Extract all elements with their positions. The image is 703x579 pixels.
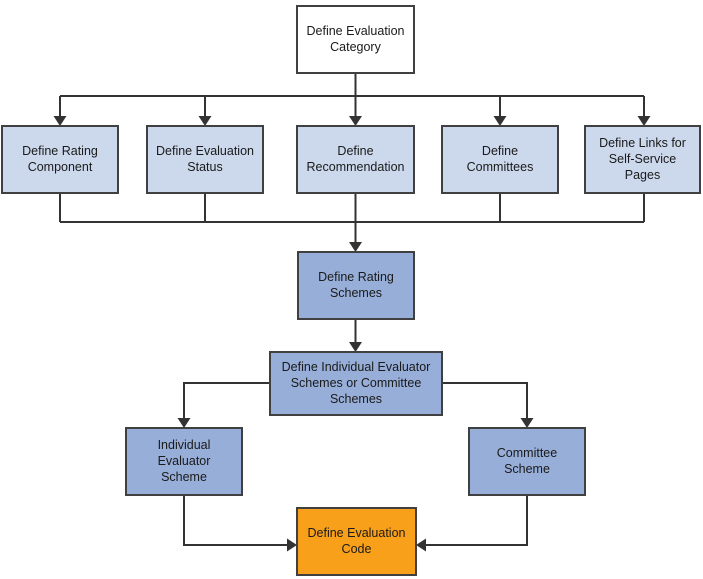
node-label-define-recommendation: Recommendation xyxy=(307,160,405,174)
connector-committee-to-code xyxy=(423,495,528,546)
node-label-define-committees: Committees xyxy=(467,160,534,174)
node-box-define-links-for-self-service-pages[interactable] xyxy=(584,125,701,194)
node-label-define-rating-component: Define Rating xyxy=(22,144,98,158)
node-box-define-recommendation[interactable] xyxy=(296,125,415,194)
node-box-define-committees[interactable] xyxy=(441,125,559,194)
node-label-individual-evaluator-scheme: Scheme xyxy=(161,470,207,484)
arrowhead-arrow-individual-committee xyxy=(349,342,362,352)
node-box-define-rating-component[interactable] xyxy=(1,125,119,194)
arrowheads-layer xyxy=(53,116,651,552)
node-label-define-rating-schemes: Schemes xyxy=(330,286,382,300)
arrowhead-arrow-rating-component xyxy=(53,116,67,126)
node-label-define-evaluation-status: Define Evaluation xyxy=(156,144,254,158)
arrowhead-arrow-code-left xyxy=(287,538,297,552)
node-label-define-committees: Define xyxy=(482,144,518,158)
node-box-define-evaluation-code[interactable] xyxy=(296,507,417,576)
node-label-define-rating-schemes: Define Rating xyxy=(318,270,394,284)
arrowhead-arrow-self-service-links xyxy=(637,116,651,126)
node-label-define-recommendation: Define xyxy=(337,144,373,158)
node-label-define-individual-evaluator-schemes-or-committee-schemes: Define Individual Evaluator xyxy=(282,360,431,374)
arrowhead-arrow-individual-scheme xyxy=(177,418,191,428)
node-box-define-evaluation-category[interactable] xyxy=(296,5,415,74)
node-label-define-individual-evaluator-schemes-or-committee-schemes: Schemes xyxy=(330,392,382,406)
node-box-committee-scheme[interactable] xyxy=(468,427,586,496)
connector-individual-to-code xyxy=(183,495,290,546)
node-label-define-links-for-self-service-pages: Self-Service xyxy=(609,152,676,166)
node-box-individual-evaluator-scheme[interactable] xyxy=(125,427,243,496)
connectors-layer xyxy=(59,73,645,546)
connector-split-right-to-committee xyxy=(442,382,528,421)
arrowhead-arrow-committee-scheme xyxy=(520,418,534,428)
arrowhead-arrow-recommendation xyxy=(349,116,362,126)
node-label-define-evaluation-category: Define Evaluation xyxy=(307,24,405,38)
node-label-committee-scheme: Committee xyxy=(497,446,557,460)
node-label-define-evaluation-code: Code xyxy=(342,542,372,556)
node-label-individual-evaluator-scheme: Evaluator xyxy=(158,454,211,468)
connector-split-left-to-individual xyxy=(183,382,270,421)
node-box-define-evaluation-status[interactable] xyxy=(146,125,264,194)
node-label-define-individual-evaluator-schemes-or-committee-schemes: Schemes or Committee xyxy=(291,376,422,390)
node-label-committee-scheme: Scheme xyxy=(504,462,550,476)
node-label-define-links-for-self-service-pages: Pages xyxy=(625,168,660,182)
node-label-define-evaluation-status: Status xyxy=(187,160,222,174)
node-label-define-links-for-self-service-pages: Define Links for xyxy=(599,136,686,150)
node-label-define-rating-component: Component xyxy=(28,160,93,174)
node-box-define-individual-evaluator-schemes-or-committee-schemes[interactable] xyxy=(269,351,443,416)
arrowhead-arrow-rating-schemes xyxy=(349,242,362,252)
node-box-define-rating-schemes[interactable] xyxy=(297,251,415,320)
arrowhead-arrow-code-right xyxy=(416,538,426,552)
node-label-individual-evaluator-scheme: Individual xyxy=(158,438,211,452)
node-label-define-evaluation-code: Define Evaluation xyxy=(308,526,406,540)
node-label-define-evaluation-category: Category xyxy=(330,40,381,54)
arrowhead-arrow-evaluation-status xyxy=(198,116,212,126)
arrowhead-arrow-committees xyxy=(493,116,507,126)
